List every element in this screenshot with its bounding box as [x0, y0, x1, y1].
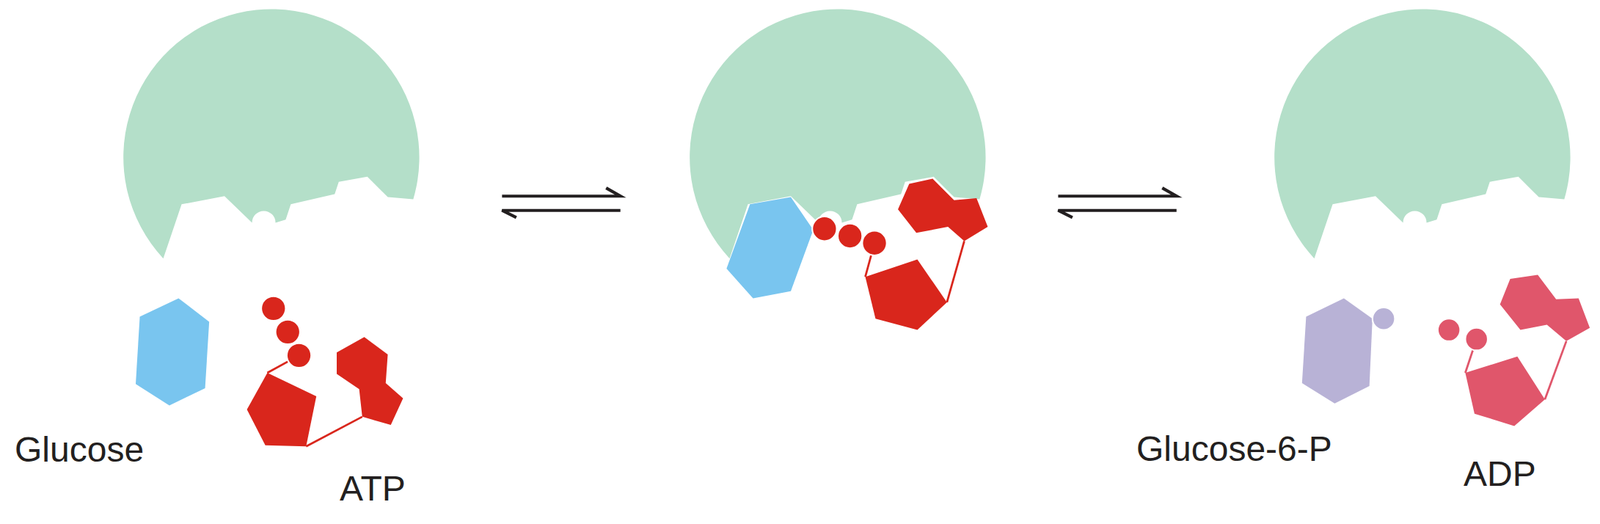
molecule-label: Glucose: [14, 430, 144, 470]
glucose-molecule: [726, 197, 813, 299]
molecule-label: ADP: [1463, 454, 1537, 494]
enzyme: [123, 8, 419, 259]
atp-molecule: [247, 296, 404, 447]
atp-molecule: [812, 179, 988, 331]
equilibrium-arrow: [1057, 187, 1176, 218]
molecule-label: Glucose-6-P: [1136, 429, 1333, 469]
enzyme: [1274, 8, 1570, 259]
adp-molecule: [1437, 274, 1590, 426]
equilibrium-arrow: [501, 187, 620, 218]
molecule-label: ATP: [339, 469, 406, 509]
glucose-molecule: [135, 297, 210, 405]
glucose-6-phosphate-molecule: [1302, 297, 1396, 403]
